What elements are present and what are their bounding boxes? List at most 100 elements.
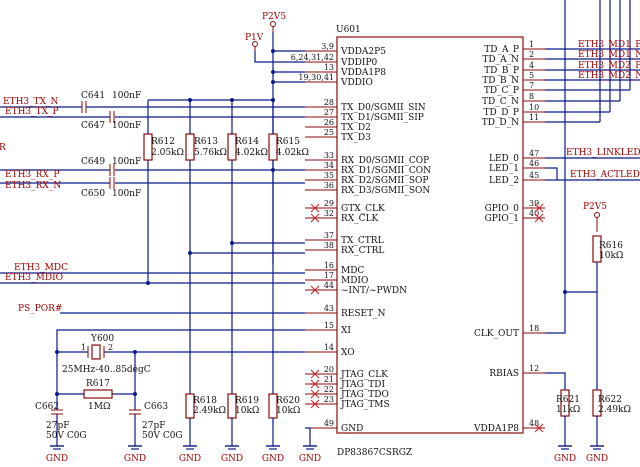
gnd-label: GND bbox=[179, 454, 201, 464]
left-pin-num: 49 bbox=[324, 419, 334, 428]
gnd-icon: GND bbox=[46, 445, 68, 464]
left-pin-num: 25 bbox=[324, 128, 334, 137]
right-pin-num: 39 bbox=[529, 199, 539, 208]
left-pin-num: 16 bbox=[324, 261, 334, 270]
net-md2n-label: ETH3_MD2_N bbox=[578, 71, 640, 81]
left-pin-name: VDDA2P5 bbox=[340, 47, 386, 57]
c663-val: 27pF bbox=[142, 421, 165, 431]
left-pin-name: MDIO bbox=[341, 276, 368, 286]
resistor-r613 bbox=[185, 133, 195, 161]
r620-ref: R620 bbox=[276, 396, 300, 406]
left-pin-group: 3,9VDDA2P56,24,31,42VDDIP013VDDA1P819,30… bbox=[291, 42, 431, 434]
left-pin-name: RX_D1/SGMII_CON bbox=[341, 166, 431, 176]
right-pin-num: 40 bbox=[529, 209, 539, 218]
c662-ref: C662 bbox=[35, 402, 59, 412]
left-pin-name: TX_D0/SGMII_SIN bbox=[341, 103, 426, 113]
left-pin-name: VDDIO bbox=[340, 78, 373, 88]
left-pin-name: RX_D2/SGMII_SOP bbox=[341, 176, 428, 186]
chip-part: DP83867CSRGZ bbox=[337, 448, 412, 458]
gnd-icon: GND bbox=[221, 445, 243, 464]
net-rxp-label: ETH3_RX_P bbox=[5, 170, 59, 180]
right-pin-num: 45 bbox=[529, 171, 539, 180]
r619-val: 10kΩ bbox=[235, 406, 259, 416]
net-por-label: PS_POR# bbox=[18, 304, 62, 314]
left-pin-name: VDDA1P8 bbox=[340, 68, 386, 78]
no-connect-mark bbox=[310, 369, 320, 379]
r617-ref: R617 bbox=[86, 379, 110, 389]
c649-val: 100nF bbox=[112, 157, 141, 167]
left-pin-num: 27 bbox=[324, 108, 334, 117]
left-pin-num: 20 bbox=[324, 365, 334, 374]
r618-ref: R618 bbox=[193, 396, 217, 406]
left-pin-num: 28 bbox=[324, 98, 334, 107]
gnd-label: GND bbox=[221, 454, 243, 464]
r615-ref: R615 bbox=[276, 137, 300, 147]
gnd-label: GND bbox=[46, 454, 68, 464]
right-pin-name: VDDA1P8 bbox=[473, 424, 519, 434]
c663-ref: C663 bbox=[144, 402, 168, 412]
left-pin-num: 36 bbox=[324, 181, 334, 190]
no-connect-mark bbox=[310, 399, 320, 409]
right-pin-name: GPIO_1 bbox=[485, 214, 519, 224]
r622-ref: R622 bbox=[598, 395, 622, 405]
y600-pin1: 1 bbox=[81, 343, 86, 352]
left-pin-name: ~INT/~PWDN bbox=[341, 286, 407, 296]
left-pin-num: 6,24,31,42 bbox=[291, 53, 334, 62]
net-txp-label: ETH3_TX_P bbox=[5, 107, 59, 117]
r621-ref: R621 bbox=[556, 395, 580, 405]
capacitor-c641: C641 100nF bbox=[81, 91, 141, 113]
left-pin-num: 34 bbox=[324, 161, 334, 170]
capacitor-c650: C650 100nF bbox=[81, 177, 141, 199]
right-pin-num: 7 bbox=[529, 81, 534, 90]
net-rxn-label: ETH3_RX_N bbox=[5, 181, 61, 191]
no-connect-mark bbox=[310, 213, 320, 223]
capacitor-c662: C662 27pF 50V C0G bbox=[35, 402, 87, 441]
c641-ref: C641 bbox=[81, 91, 105, 101]
right-pin-num: 8 bbox=[529, 92, 534, 101]
chip-ref: U601 bbox=[336, 25, 361, 35]
left-pin-name: RESET_N bbox=[341, 309, 386, 319]
left-pin-num: 19,30,41 bbox=[298, 73, 334, 82]
no-connect-mark bbox=[534, 423, 544, 433]
p1v-symbol: P1V bbox=[245, 33, 264, 51]
left-pin-num: 32 bbox=[324, 209, 334, 218]
right-pin-num: 46 bbox=[529, 159, 539, 168]
r612-val: 2.05kΩ bbox=[151, 148, 184, 158]
left-pin-num: 37 bbox=[324, 231, 334, 240]
net-mdio-label: ETH3_MDIO bbox=[5, 273, 63, 283]
r612-ref: R612 bbox=[151, 137, 175, 147]
right-pin-num: 48 bbox=[529, 419, 539, 428]
right-pin-name: TD_B_P bbox=[484, 66, 519, 76]
p2v5-right-label: P2V5 bbox=[583, 202, 607, 212]
right-pin-name: LED_0 bbox=[489, 154, 519, 164]
left-pin-num: 21 bbox=[324, 375, 334, 384]
left-pin-num: 44 bbox=[324, 281, 334, 290]
c647-ref: C647 bbox=[81, 121, 105, 131]
p2v5-top-label: P2V5 bbox=[262, 12, 286, 22]
c650-ref: C650 bbox=[81, 189, 105, 199]
left-pin-name: RX_CLK bbox=[341, 214, 379, 224]
right-pin-num: 12 bbox=[529, 364, 539, 373]
right-pin-num: 10 bbox=[529, 103, 539, 112]
right-pin-num: 4 bbox=[529, 61, 534, 70]
right-pin-name: TD_A_N bbox=[482, 55, 519, 65]
r614-val: 4.02kΩ bbox=[235, 148, 268, 158]
gnd-label: GND bbox=[554, 454, 576, 464]
left-pin-name: RX_CTRL bbox=[341, 246, 384, 256]
right-pin-num: 1 bbox=[529, 40, 534, 49]
left-pin-name: XI bbox=[341, 326, 351, 336]
left-pin-num: 15 bbox=[324, 321, 334, 330]
right-pin-name: GPIO_0 bbox=[485, 204, 520, 214]
right-pin-num: 5 bbox=[529, 71, 534, 80]
left-pin-num: 38 bbox=[324, 241, 334, 250]
capacitor-c647: C647 100nF bbox=[81, 111, 141, 131]
left-pin-name: JTAG_CLK bbox=[340, 370, 388, 380]
c647-val: 100nF bbox=[112, 121, 141, 131]
net-actled-label: ETH3_ACTLED bbox=[570, 170, 640, 180]
left-pin-name: GND bbox=[341, 424, 363, 434]
net-md1n-label: ETH3_MD1_N bbox=[578, 50, 640, 60]
y600-ref: Y600 bbox=[90, 334, 114, 344]
